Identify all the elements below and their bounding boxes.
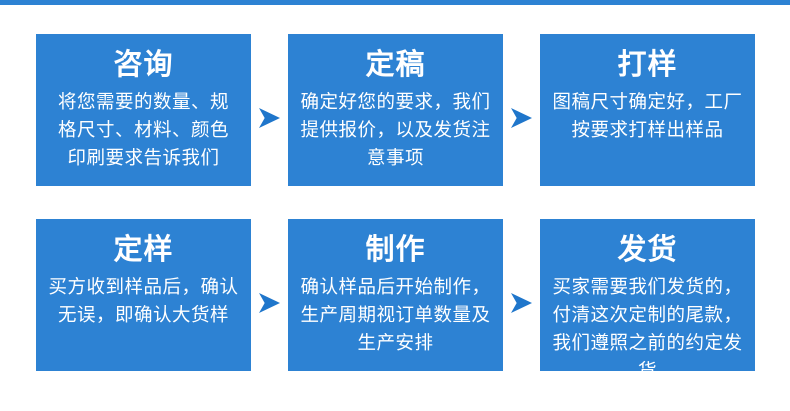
arrow-cell (503, 219, 540, 371)
step-description: 将您需要的数量、规 格尺寸、材料、颜色 印刷要求告诉我们 (57, 92, 229, 169)
top-accent-bar (0, 0, 790, 5)
step-title: 定稿 (365, 47, 426, 81)
step-description: 确定好您的要求，我们 提供报价，以及发货注 意事项 (300, 92, 491, 169)
step-card-production: 制作 确认样品后开始制作， 生产周期视订单数量及 生产安排 (288, 219, 503, 371)
arrow-cell (503, 34, 540, 186)
step-title: 制作 (365, 232, 426, 266)
step-description: 买家需要我们发货的， 付清这次定制的尾款， 我们遵照之前的约定发货 (552, 277, 743, 382)
right-arrowhead-icon (511, 108, 532, 128)
right-arrowhead-icon (511, 293, 532, 313)
step-card-proofing: 打样 图稿尺寸确定好，工厂 按要求打样出样品 (540, 34, 755, 186)
step-card-shipping: 发货 买家需要我们发货的， 付清这次定制的尾款， 我们遵照之前的约定发货 (540, 219, 755, 382)
step-description: 图稿尺寸确定好，工厂 按要求打样出样品 (552, 92, 743, 141)
right-arrowhead-icon (259, 108, 280, 128)
right-arrowhead-icon (259, 293, 280, 313)
steps-grid: 咨询 将您需要的数量、规 格尺寸、材料、颜色 印刷要求告诉我们 定稿 确定好您的… (36, 34, 755, 382)
step-description: 买方收到样品后，确认 无误，即确认大货样 (48, 277, 239, 326)
steps-row-2: 定样 买方收到样品后，确认 无误，即确认大货样 制作 确认样品后开始制作， 生产… (36, 219, 755, 382)
arrow-cell (251, 219, 288, 371)
step-title: 咨询 (113, 47, 174, 81)
arrow-cell (251, 34, 288, 186)
step-card-finalize-draft: 定稿 确定好您的要求，我们 提供报价，以及发货注 意事项 (288, 34, 503, 186)
step-card-confirm-sample: 定样 买方收到样品后，确认 无误，即确认大货样 (36, 219, 251, 371)
steps-row-1: 咨询 将您需要的数量、规 格尺寸、材料、颜色 印刷要求告诉我们 定稿 确定好您的… (36, 34, 755, 186)
step-card-consult: 咨询 将您需要的数量、规 格尺寸、材料、颜色 印刷要求告诉我们 (36, 34, 251, 186)
step-title: 打样 (617, 47, 678, 81)
step-description: 确认样品后开始制作， 生产周期视订单数量及 生产安排 (300, 277, 491, 354)
step-title: 定样 (113, 232, 174, 266)
step-title: 发货 (617, 232, 678, 266)
